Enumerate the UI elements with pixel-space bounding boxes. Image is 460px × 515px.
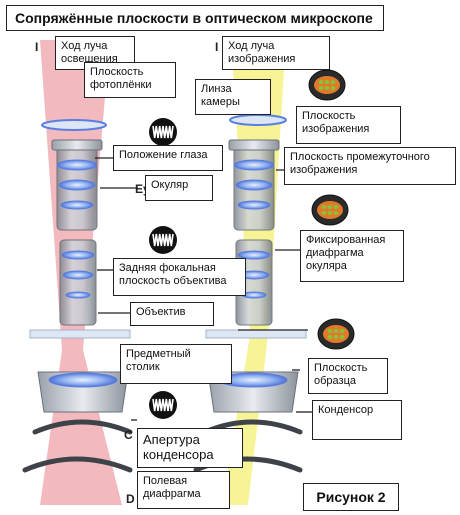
objective-body-left: [59, 239, 97, 326]
eyepiece-lens-right-1: [233, 159, 275, 171]
stage-plate-right: [205, 329, 307, 339]
label-intermediate-image-plane: Плоскость промежуточного изображения: [284, 147, 456, 185]
label-objective-rear-focal-plane: Задняя фокальная плоскость объектива: [113, 258, 246, 296]
eyepiece-lens-left-1: [56, 159, 98, 171]
field-diaphragm-ring-left: [22, 456, 133, 473]
objective-lens-left-3: [65, 291, 91, 299]
label-camera-lens: Линза камеры: [195, 79, 271, 115]
eyepiece-lens-left-3: [60, 200, 94, 210]
condenser-lens-left: [48, 372, 118, 388]
label-condenser: Конденсор: [312, 400, 402, 440]
figure-number-label: Рисунок 2: [303, 483, 399, 511]
specimen-pattern-icon: [308, 69, 346, 101]
camera-lens-right: [229, 114, 287, 126]
label-image-plane: Плоскость изображения: [296, 106, 401, 144]
wave-coil-icon: [149, 118, 177, 146]
eyepiece-cap-left: [51, 139, 103, 151]
label-condenser-aperture: Апертура конденсора: [137, 428, 243, 468]
objective-lens-left-2: [62, 270, 94, 280]
label-eyepiece-field-diaphragm: Фиксированная диафрагма окуляра: [300, 230, 404, 282]
label-eye-position: Положение глаза: [113, 145, 223, 171]
label-film-plane: Плоскость фотоплёнки: [84, 62, 176, 98]
label-stage: Предметный столик: [120, 344, 232, 384]
wave-coil-icon: [149, 391, 177, 419]
diaphragm-fragment-text: D: [126, 492, 135, 506]
left-column-numeral: I: [35, 40, 39, 54]
condenser-fragment-text-left: C: [124, 428, 133, 442]
eyepiece-cap-right: [228, 139, 280, 151]
specimen-pattern-icon: [317, 318, 355, 350]
right-column-numeral: I: [215, 40, 219, 54]
label-objective: Объектив: [130, 302, 214, 326]
leader-lines: [95, 157, 312, 421]
eyepiece-lens-right-2: [235, 179, 273, 191]
wave-coil-icon: [149, 226, 177, 254]
label-field-diaphragm: Полевая диафрагма: [137, 471, 230, 509]
eyepiece-lens-right-3: [237, 200, 271, 210]
eyepiece-lens-left-2: [58, 179, 96, 191]
label-eyepiece: Окуляр: [145, 175, 213, 201]
condenser-aperture-ring-left: [32, 419, 133, 435]
label-specimen-plane: Плоскость образца: [308, 358, 388, 394]
label-imaging-path: Ход луча изображения: [222, 36, 330, 70]
stage-plate-left: [29, 329, 131, 339]
objective-lens-left-1: [61, 250, 95, 260]
figure-title: Сопряжённые плоскости в оптическом микро…: [6, 5, 384, 31]
specimen-pattern-icon: [311, 194, 349, 226]
camera-lens-left: [41, 119, 107, 131]
objective-lens-right-1: [237, 250, 271, 260]
